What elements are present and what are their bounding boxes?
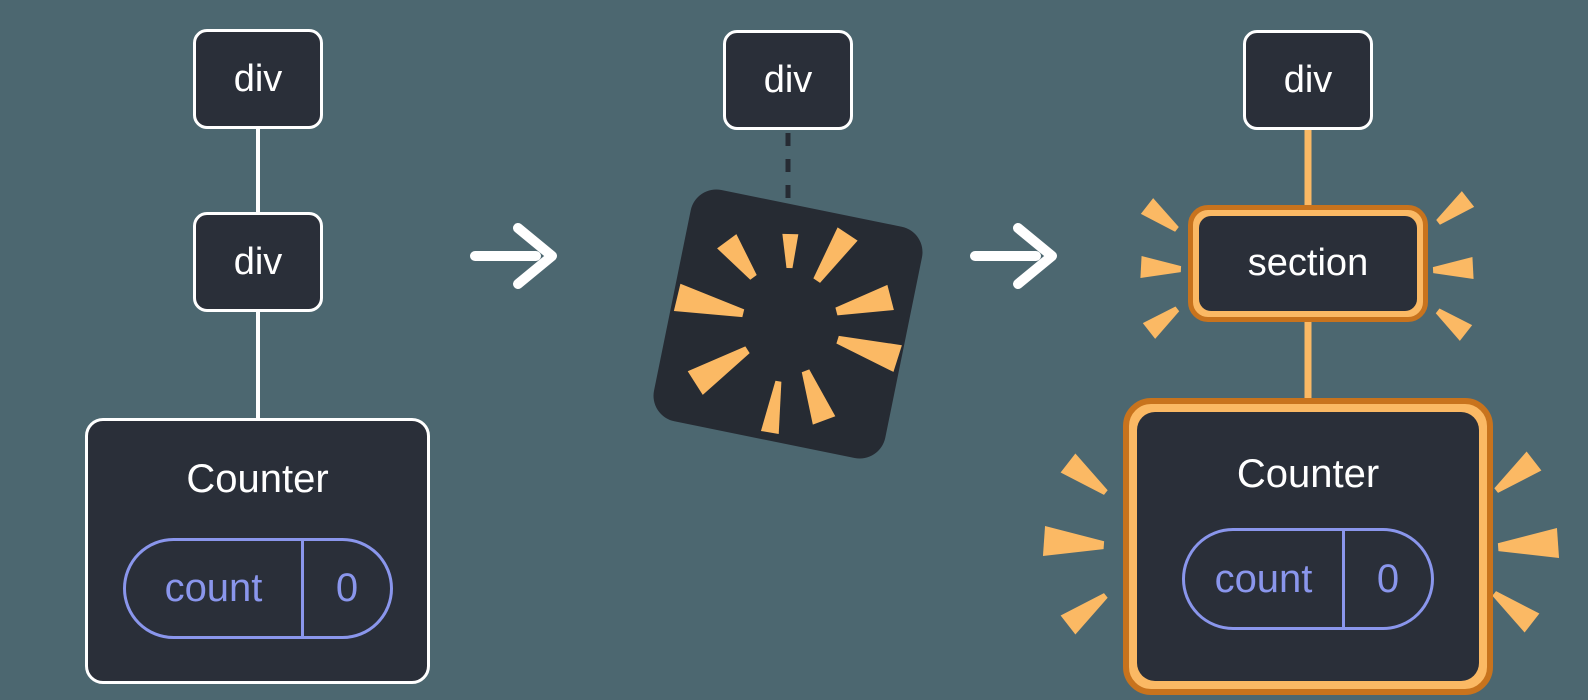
spark-icon xyxy=(1432,257,1474,279)
spark-icon xyxy=(1492,591,1540,633)
tree-node-div-root-after: div xyxy=(1243,30,1373,130)
pill-divider xyxy=(1342,531,1345,627)
state-key-label: count xyxy=(164,566,263,610)
component-title: Counter xyxy=(1236,452,1380,496)
node-label: div xyxy=(763,58,813,101)
spark-icon xyxy=(673,283,745,318)
arrow-right-icon xyxy=(470,223,557,289)
state-key-label: count xyxy=(1214,556,1313,601)
counter-component-after-highlighted: Counter count 0 xyxy=(1123,398,1493,695)
node-label: section xyxy=(1247,242,1369,284)
spark-icon xyxy=(1140,256,1182,278)
node-label: div xyxy=(233,57,283,100)
spark-icon xyxy=(1060,593,1108,635)
counter-component-before: Counter count 0 xyxy=(85,418,430,684)
pill-divider xyxy=(301,541,304,636)
state-pill: count 0 xyxy=(1182,528,1434,630)
spark-icon xyxy=(1494,451,1542,493)
spark-icon xyxy=(782,233,799,269)
tree-node-div-root-deleting: div xyxy=(723,30,853,130)
state-value-label: 0 xyxy=(335,566,359,610)
state-value-label: 0 xyxy=(1376,556,1400,601)
spark-icon xyxy=(1060,453,1108,495)
spark-icon xyxy=(1435,308,1473,341)
spark-icon xyxy=(1436,191,1475,225)
spark-icon xyxy=(687,346,750,395)
tree-node-div-child-before: div xyxy=(193,212,323,312)
spark-icon xyxy=(836,335,902,372)
spark-icon xyxy=(1042,526,1105,556)
spark-icon xyxy=(801,369,836,425)
spark-icon xyxy=(760,380,782,434)
spark-icon xyxy=(1497,528,1560,558)
node-label: div xyxy=(1283,58,1333,101)
poof-box xyxy=(653,189,923,459)
spark-icon xyxy=(1142,306,1180,339)
section-node-inner: section xyxy=(1199,216,1417,311)
state-pill: count 0 xyxy=(123,538,393,639)
poof-burst-icon xyxy=(653,189,923,459)
node-label: div xyxy=(233,240,283,283)
spark-icon xyxy=(813,227,858,283)
spark-icon xyxy=(835,284,894,316)
arrow-right-icon xyxy=(970,223,1057,289)
tree-node-section-highlighted: section xyxy=(1188,205,1428,322)
tree-node-div-root-before: div xyxy=(193,29,323,129)
component-title: Counter xyxy=(186,457,329,501)
counter-component-after: Counter count 0 xyxy=(1137,412,1479,681)
spark-icon xyxy=(1140,198,1179,232)
spark-icon xyxy=(717,234,757,280)
